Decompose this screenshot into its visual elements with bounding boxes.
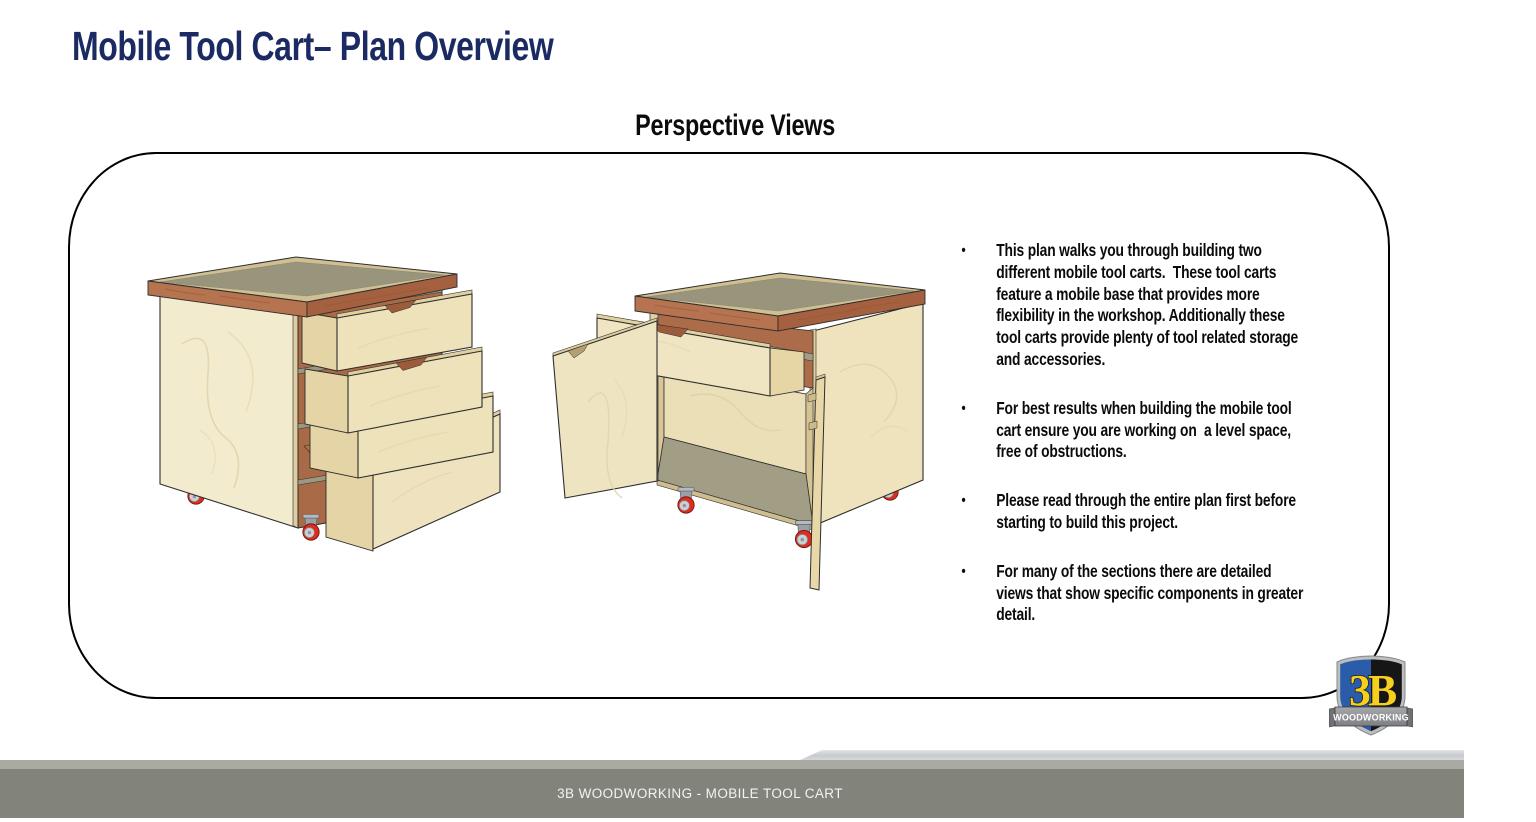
bullet-item: • Please read through the entire plan fi… xyxy=(952,490,1311,534)
section-heading-wrap: Perspective Views xyxy=(0,109,1470,143)
footer-text: 3B WOODWORKING - MOBILE TOOL CART xyxy=(557,786,843,801)
footer-bar: 3B WOODWORKING - MOBILE TOOL CART xyxy=(0,769,1464,818)
section-heading: Perspective Views xyxy=(635,109,835,142)
right-cart-illustration xyxy=(552,272,926,591)
left-cart-illustration xyxy=(147,256,501,552)
bullet-marker: • xyxy=(961,492,966,510)
bullet-item: • For best results when building the mob… xyxy=(952,398,1311,463)
logo-banner-text: WOODWORKING xyxy=(1333,713,1409,723)
bullet-text: For best results when building the mobil… xyxy=(996,397,1296,462)
footer-accent-bar xyxy=(800,750,1464,760)
bullet-list: • This plan walks you through building t… xyxy=(952,240,1311,653)
ribbon-banner xyxy=(1334,706,1408,727)
footer-divider-strip xyxy=(0,760,1464,769)
bullet-marker: • xyxy=(961,399,966,417)
bullet-marker: • xyxy=(961,242,966,259)
bullet-item: • For many of the sections there are det… xyxy=(952,561,1311,626)
bullet-marker: • xyxy=(961,562,966,580)
bullet-text: This plan walks you through building two… xyxy=(996,240,1302,369)
bullet-item: • This plan walks you through building t… xyxy=(952,240,1311,371)
brand-logo: 3B WOODWORKING xyxy=(1329,655,1413,736)
bullet-text: Please read through the entire plan firs… xyxy=(996,490,1300,532)
page-title: Mobile Tool Cart– Plan Overview xyxy=(72,23,554,69)
bullet-text: For many of the sections there are detai… xyxy=(996,560,1307,625)
